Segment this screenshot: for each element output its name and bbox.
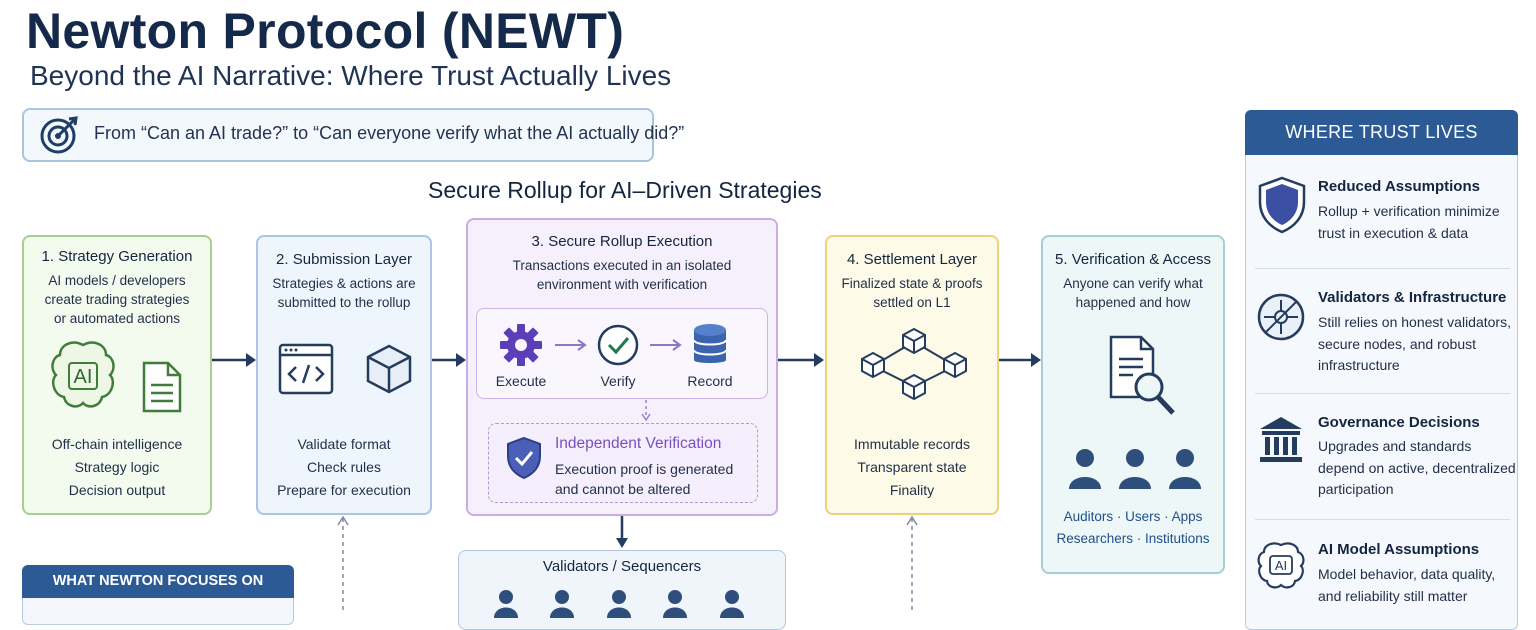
trust-item-title: Validators & Infrastructure — [1318, 289, 1507, 306]
focus-panel-title: WHAT NEWTON FOCUSES ON — [52, 573, 264, 589]
stage-title: 2. Submission Layer — [276, 251, 412, 268]
arrow-rollup-to-validators — [616, 516, 628, 548]
target-icon — [40, 116, 78, 154]
arrow-stage1-to-stage2 — [212, 353, 256, 367]
stage-description: Finalized state & proofs settled on L1 — [841, 276, 983, 310]
users-icon — [1069, 449, 1201, 489]
focus-panel-header — [22, 565, 294, 598]
arrow-right-icon — [555, 339, 587, 351]
document-search-icon — [1109, 335, 1175, 415]
verification-description: Execution proof is generated and cannot … — [555, 461, 734, 497]
stage-description: AI models / developers create trading st… — [44, 273, 190, 326]
audience-list: Auditors · Users · Apps Researchers · In… — [1056, 509, 1210, 546]
brain-ai-icon: AI — [1257, 542, 1305, 589]
brain-ai-icon: AI — [51, 341, 115, 408]
tagline-text: From “Can an AI trade?” to “Can everyone… — [94, 123, 685, 143]
verification-title: Independent Verification — [555, 435, 722, 452]
dashed-connector — [641, 400, 651, 422]
dashed-connector-submission — [337, 515, 349, 612]
trust-item-title: Reduced Assumptions — [1318, 178, 1480, 195]
arrow-stage3-to-stage4 — [778, 353, 824, 367]
validators-title: Validators / Sequencers — [542, 558, 702, 575]
arrow-stage4-to-stage5 — [999, 353, 1041, 367]
trust-panel-title: WHERE TRUST LIVES — [1285, 122, 1478, 142]
stage-title: 4. Settlement Layer — [846, 251, 978, 268]
stage-submission-layer: 2. Submission Layer Strategies & actions… — [256, 235, 432, 515]
stage-description: Anyone can verify what happened and how — [1063, 276, 1203, 310]
stage-items: Immutable records Transparent state Fina… — [854, 436, 970, 498]
trust-item-description: Model behavior, data quality, and reliab… — [1318, 566, 1496, 604]
trust-item-description: Upgrades and standards depend on active,… — [1318, 438, 1516, 497]
stage-verification-access: 5. Verification & Access Anyone can veri… — [1041, 235, 1225, 574]
gear-icon — [500, 324, 542, 366]
stage-description: Strategies & actions are submitted to th… — [272, 276, 416, 310]
network-node-icon — [1257, 293, 1305, 341]
stage-strategy-generation: 1. Strategy Generation AI models / devel… — [22, 235, 212, 515]
arrow-right-icon — [650, 339, 682, 351]
page-title: Newton Protocol (NEWT) — [26, 3, 625, 59]
check-circle-icon — [597, 324, 639, 366]
institution-icon — [1260, 417, 1302, 462]
flow-label-record: Record — [687, 373, 733, 389]
flow-label-execute: Execute — [495, 373, 547, 389]
stage-description: Transactions executed in an isolated env… — [512, 258, 732, 292]
svg-text:AI: AI — [74, 366, 93, 388]
code-window-icon — [278, 343, 334, 395]
stage-title: 1. Strategy Generation — [41, 248, 193, 265]
diagram-title: Secure Rollup for AI–Driven Strategies — [428, 177, 822, 203]
tagline-box — [22, 108, 654, 162]
stage-title: 3. Secure Rollup Execution — [531, 233, 713, 250]
page-subtitle: Beyond the AI Narrative: Where Trust Act… — [30, 60, 672, 91]
trust-item-title: Governance Decisions — [1318, 414, 1480, 431]
document-icon — [142, 361, 182, 413]
database-icon — [693, 324, 727, 363]
flow-label-verify: Verify — [600, 373, 636, 389]
stage-items: Validate format Check rules Prepare for … — [277, 436, 411, 498]
stage-settlement-layer: 4. Settlement Layer Finalized state & pr… — [825, 235, 999, 515]
stage-items: Off-chain intelligence Strategy logic De… — [51, 436, 183, 498]
cube-icon — [366, 344, 412, 394]
arrow-stage2-to-stage3 — [432, 353, 466, 367]
trust-item-title: AI Model Assumptions — [1318, 541, 1480, 558]
svg-text:AI: AI — [1275, 558, 1287, 573]
dashed-connector-settlement — [906, 515, 918, 612]
trust-panel-header — [1245, 110, 1518, 155]
trust-item-description: Still relies on honest validators, secur… — [1318, 314, 1511, 373]
trust-item-description: Rollup + verification minimize trust in … — [1318, 203, 1500, 241]
trust-divider — [1255, 393, 1510, 394]
block-network-icon — [861, 327, 967, 401]
trust-divider — [1255, 268, 1510, 269]
validators-users-icon — [494, 590, 744, 618]
trust-divider — [1255, 519, 1510, 520]
shield-check-icon — [507, 436, 541, 480]
stage-title: 5. Verification & Access — [1055, 251, 1211, 268]
shield-icon — [1258, 176, 1306, 234]
